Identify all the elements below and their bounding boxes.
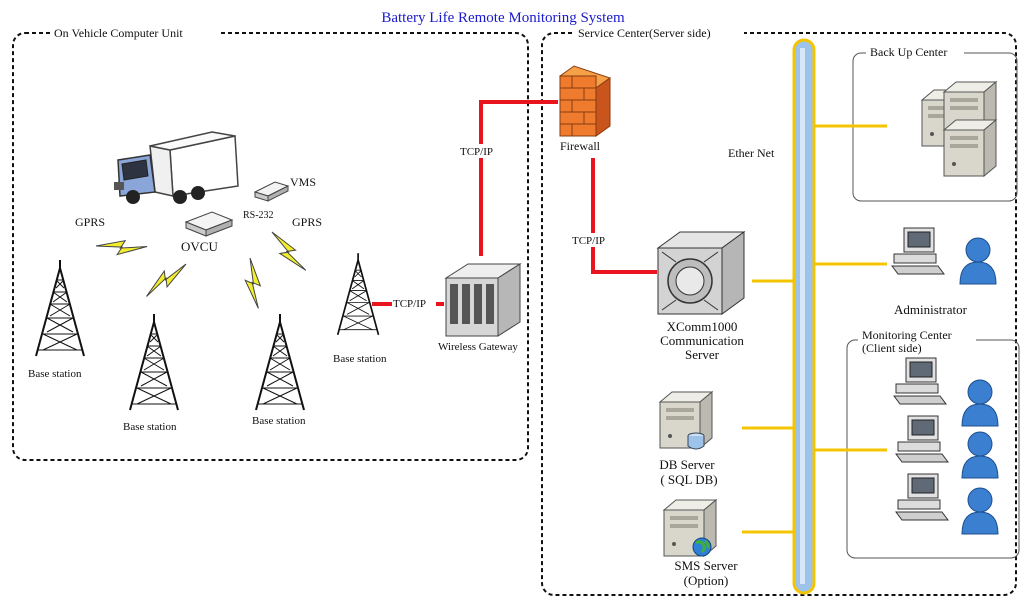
tower-icon [336,252,380,336]
comm-server-label-3: Server [685,347,720,362]
truck-icon [114,131,239,204]
firewall-label: Firewall [560,139,601,153]
sms-server-label-2: (Option) [684,573,729,588]
tower-icon [35,259,85,357]
gprs-right-label: GPRS [292,215,322,229]
rs232-label: RS-232 [243,210,274,221]
gprs-left-label: GPRS [75,215,105,229]
computer-icon [893,357,947,405]
vehicle-zone-label: On Vehicle Computer Unit [54,26,183,40]
ovcu-router-icon [184,211,234,237]
lightning-icon [263,231,315,271]
administrator-label: Administrator [894,302,968,317]
ethernet-label: Ether Net [728,146,775,160]
firewall-icon [558,65,612,137]
tcpip-up-label: TCP/IP [460,146,493,158]
db-server-label-1: DB Server [659,457,715,472]
backup-server-icon [943,119,997,177]
person-icon [961,379,999,427]
tower-icon [255,313,305,411]
base-station-label-2: Base station [123,421,177,433]
person-icon [961,487,999,535]
base-station-label-4: Base station [333,353,387,365]
firewall-comm-link [591,158,657,274]
computer-icon [891,227,945,275]
computer-icon [895,415,949,463]
globe-icon [692,537,712,557]
vehicle-zone-box [12,32,529,461]
tower-icon [129,313,179,411]
comm-server-label-2: Communication [660,333,744,348]
gateway-icon [444,263,522,337]
monitoring-zone-sublabel: (Client side) [862,341,922,355]
ovcu-label: OVCU [181,239,218,254]
service-zone-box [541,32,1017,596]
gateway-firewall-link [479,100,558,256]
base-station-label-1: Base station [28,368,82,380]
tcpip-down-label: TCP/IP [572,235,605,247]
diagram-title: Battery Life Remote Monitoring System [381,10,625,26]
service-zone-label: Service Center(Server side) [578,26,711,40]
base-station-label-3: Base station [252,415,306,427]
vms-router-icon [253,181,290,202]
person-icon [959,237,997,285]
lightning-icon [229,257,279,309]
computer-icon [895,473,949,521]
db-server-label-2: ( SQL DB) [660,472,717,487]
comm-server-label-1: XComm1000 [667,319,738,334]
backup-zone-label: Back Up Center [870,45,947,59]
database-icon [687,432,705,450]
vms-label: VMS [290,175,316,189]
lightning-icon [146,254,187,306]
comm-server-icon [656,231,746,315]
monitoring-zone-label: Monitoring Center [862,328,952,342]
wireless-gateway-label: Wireless Gateway [438,341,518,353]
sms-server-label-1: SMS Server [674,558,738,573]
lightning-icon [95,223,148,270]
person-icon [961,431,999,479]
tcpip-gateway-label: TCP/IP [393,298,426,310]
